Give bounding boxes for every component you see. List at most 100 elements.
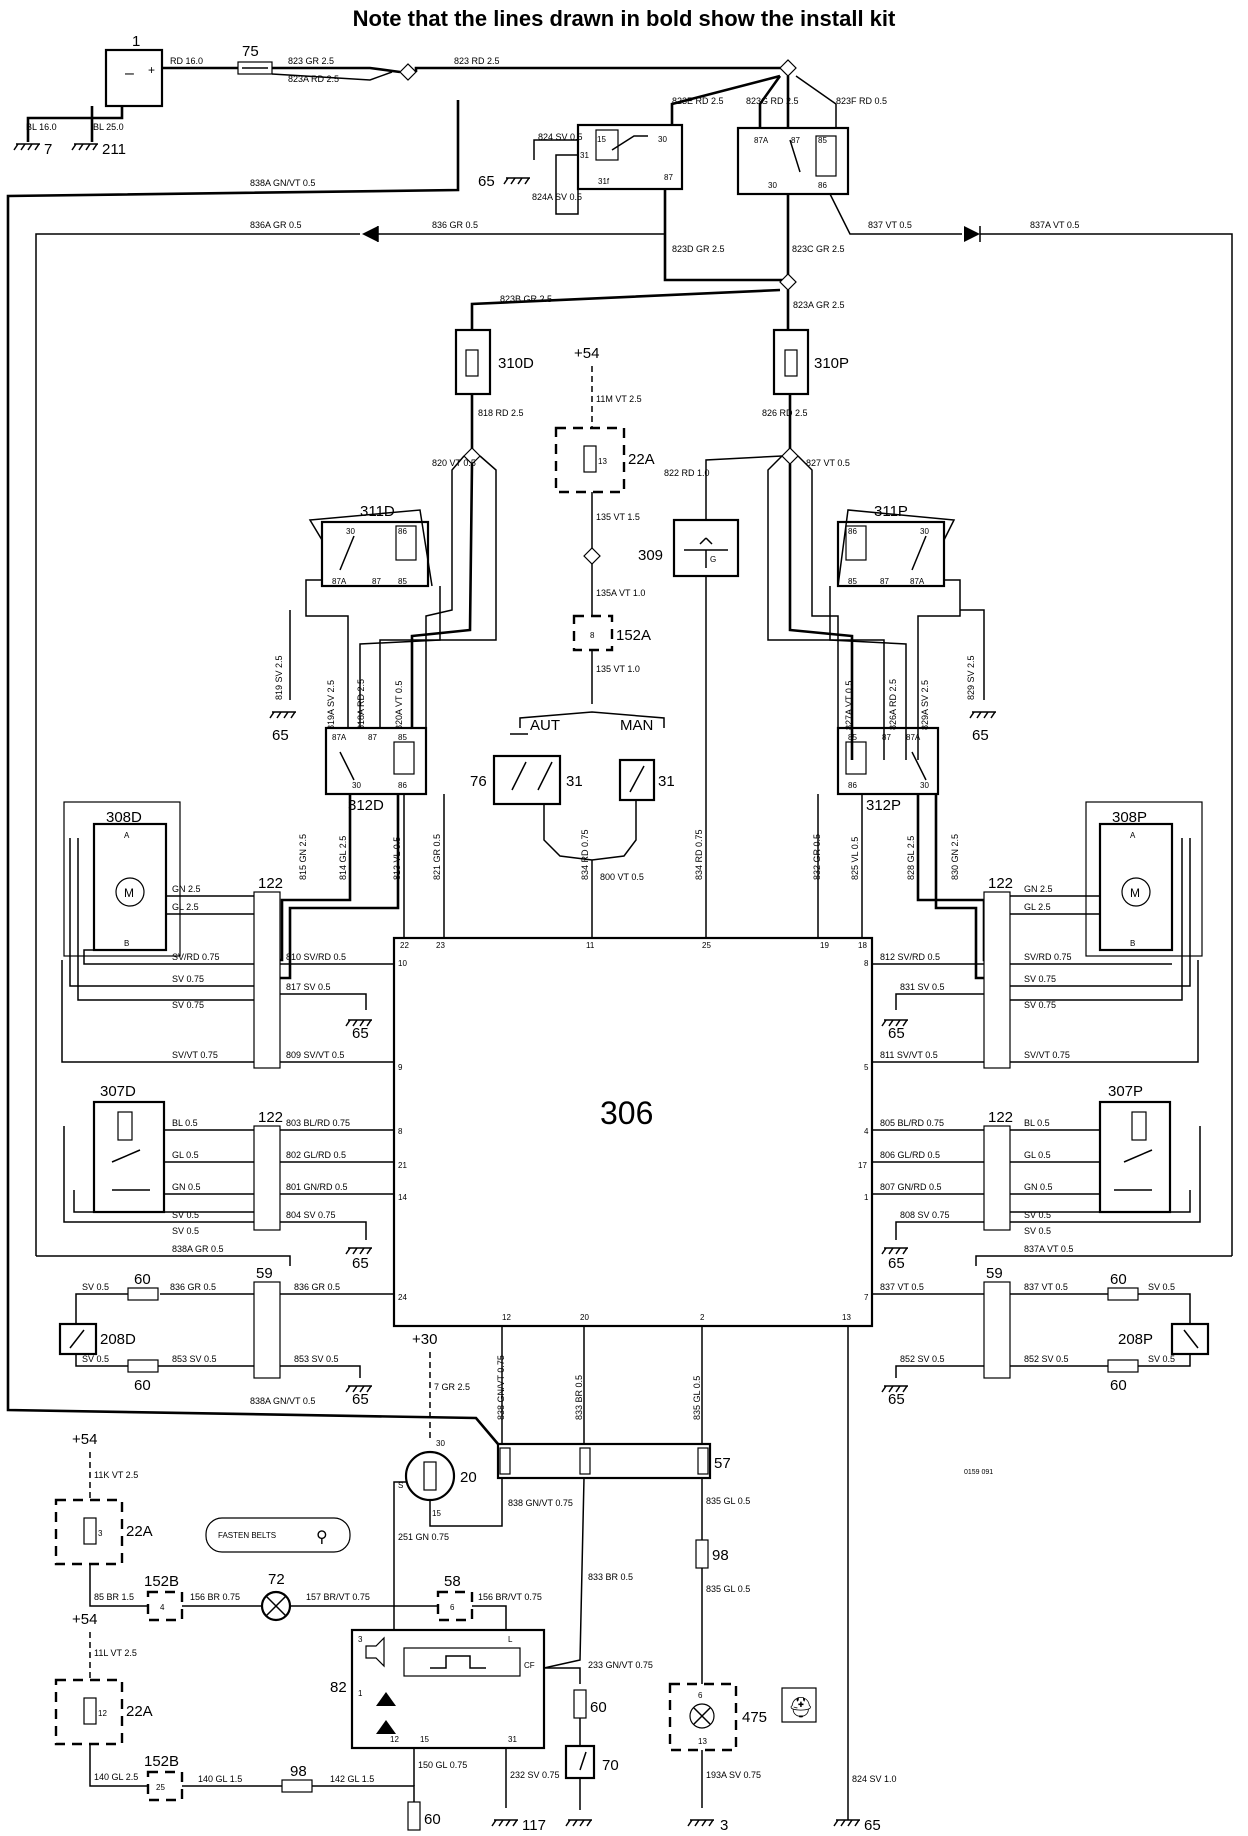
connector-152b-1-label: 152B — [144, 1573, 179, 1590]
connector-59-left: 59 — [253, 1265, 281, 1379]
wire-sv075-right-1: SV 0.75 — [1024, 974, 1056, 984]
connector-152b-1: 4 152B — [144, 1573, 184, 1622]
connector-60-left-a-label: 60 — [134, 1271, 151, 1288]
svg-text:A: A — [1130, 831, 1136, 840]
wire-837: 837 VT 0.5 — [868, 220, 912, 230]
connector-122-left-bottom-label: 122 — [258, 1109, 283, 1126]
svg-text:22: 22 — [400, 941, 409, 950]
svg-text:12: 12 — [390, 1735, 399, 1744]
svg-text:25: 25 — [156, 1783, 165, 1792]
wire-838-b: 838 GN/VT 0.75 — [508, 1498, 573, 1508]
fuse-310p-label: 310P — [814, 355, 849, 372]
plus54-left-1: +54 — [72, 1431, 97, 1448]
connector-60-bottom-mid-label: 60 — [590, 1699, 607, 1716]
wire-824a: 824A SV 0.5 — [532, 192, 582, 202]
svg-text:15: 15 — [432, 1509, 441, 1518]
svg-text:31: 31 — [566, 773, 583, 790]
fuse-22a-left-2-label: 22A — [126, 1703, 153, 1720]
wire-233: 233 GN/VT 0.75 — [588, 1660, 653, 1670]
wire-142: 142 GL 1.5 — [330, 1774, 374, 1784]
wire-140: 140 GL 2.5 — [94, 1772, 138, 1782]
svg-text:20: 20 — [580, 1313, 589, 1322]
svg-text:G: G — [710, 555, 716, 564]
connector-122-left-bottom: 122 — [253, 1109, 283, 1231]
svg-text:8: 8 — [590, 631, 595, 640]
wire-817: 817 SV 0.5 — [286, 982, 331, 992]
fuse-22a-left-1: 3 22A — [54, 1498, 153, 1566]
switch-76-label: 76 — [470, 773, 487, 790]
wire-sv05-208p-b: SV 0.5 — [1148, 1354, 1175, 1364]
svg-text:30: 30 — [768, 181, 777, 190]
fasten-belts-text: FASTEN BELTS — [218, 1531, 276, 1540]
connector-58: 6 58 — [436, 1573, 474, 1622]
fuse-22a-left-1-label: 22A — [126, 1523, 153, 1540]
connector-98-right: 98 — [695, 1539, 729, 1569]
wire-838a-bottom: 838A GN/VT 0.5 — [250, 1396, 315, 1406]
wire-819: 819 SV 2.5 — [274, 655, 284, 700]
svg-text:M: M — [1130, 886, 1140, 900]
actuator-307d-label: 307D — [100, 1083, 136, 1100]
wire-sv05-208d: SV 0.5 — [82, 1282, 109, 1292]
wire-823c: 823C GR 2.5 — [792, 244, 845, 254]
svg-text:86: 86 — [848, 781, 857, 790]
connector-60-right-b-label: 60 — [1110, 1377, 1127, 1394]
svg-text:31: 31 — [658, 773, 675, 790]
wire-sv05-left-1: SV 0.5 — [172, 1210, 199, 1220]
ground-65-3: 65 — [972, 727, 989, 744]
wire-sv05-left-2: SV 0.5 — [172, 1226, 199, 1236]
svg-text:5: 5 — [864, 1063, 869, 1072]
wire-833: 833 BR 0.5 — [574, 1375, 584, 1420]
wire-828: 828 GL 2.5 — [906, 836, 916, 880]
wire-823: 823 RD 2.5 — [454, 56, 500, 66]
wire-193a: 193A SV 0.75 — [706, 1770, 761, 1780]
wire-835-b: 835 GL 0.5 — [706, 1496, 750, 1506]
ground-65-6: 65 — [352, 1255, 369, 1272]
motor-308p-label: 308P — [1112, 809, 1147, 826]
fuse-22a-center-label: 22A — [628, 451, 655, 468]
svg-text:21: 21 — [398, 1161, 407, 1170]
wire-837-bottom: 837 VT 0.5 — [880, 1282, 924, 1292]
wire-sv05-right-2: SV 0.5 — [1024, 1226, 1051, 1236]
wire-svrd-right: SV/RD 0.75 — [1024, 952, 1072, 962]
wire-svvt-right: SV/VT 0.75 — [1024, 1050, 1070, 1060]
wire-835: 835 GL 0.5 — [692, 1376, 702, 1420]
wire-831: 831 SV 0.5 — [900, 982, 945, 992]
wire-815: 815 GN 2.5 — [298, 834, 308, 880]
wire-7: 7 GR 2.5 — [434, 1382, 470, 1392]
svg-text:18: 18 — [858, 941, 867, 950]
connector-60-left-b: 60 — [127, 1359, 159, 1394]
relay-312p-label: 312P — [866, 797, 901, 814]
switch-76: 76 31 — [470, 754, 583, 806]
sensor-309: G 309 — [638, 518, 740, 578]
connector-59-right: 59 — [983, 1265, 1011, 1379]
control-unit-306-label: 306 — [600, 1095, 653, 1131]
svg-text:24: 24 — [398, 1293, 407, 1302]
svg-text:30: 30 — [920, 527, 929, 536]
wire-802: 802 GL/RD 0.5 — [286, 1150, 346, 1160]
wire-809: 809 SV/VT 0.5 — [286, 1050, 344, 1060]
wire-140b: 140 GL 1.5 — [198, 1774, 242, 1784]
wire-svvt-left: SV/VT 0.75 — [172, 1050, 218, 1060]
switch-man-box: 31 — [618, 758, 675, 802]
svg-text:30: 30 — [658, 135, 667, 144]
wire-bl16: BL 16.0 — [26, 122, 57, 132]
connector-60-right-a: 60 — [1107, 1271, 1139, 1301]
wire-852-right: 852 SV 0.5 — [1024, 1354, 1069, 1364]
wire-gn05-right: GN 0.5 — [1024, 1182, 1053, 1192]
wire-853-right: 853 SV 0.5 — [294, 1354, 339, 1364]
wire-232: 232 SV 0.75 — [510, 1770, 560, 1780]
wire-829: 829 SV 2.5 — [966, 655, 976, 700]
wire-bl05-left: BL 0.5 — [172, 1118, 198, 1128]
lamp-72: 72 — [260, 1571, 292, 1622]
wire-827: 827 VT 0.5 — [806, 458, 850, 468]
battery-label: 1 — [132, 33, 140, 50]
lamp-475: 613 475 — [668, 1682, 767, 1752]
fuse-310d-label: 310D — [498, 355, 534, 372]
wire-823-gr: 823 GR 2.5 — [288, 56, 334, 66]
svg-text:87: 87 — [372, 577, 381, 586]
connector-152b-2: 25 152B — [144, 1753, 184, 1802]
svg-text:S: S — [398, 1481, 403, 1490]
wire-svrd-left: SV/RD 0.75 — [172, 952, 220, 962]
wire-11k: 11K VT 2.5 — [94, 1470, 138, 1480]
wire-814: 814 GL 2.5 — [338, 836, 348, 880]
